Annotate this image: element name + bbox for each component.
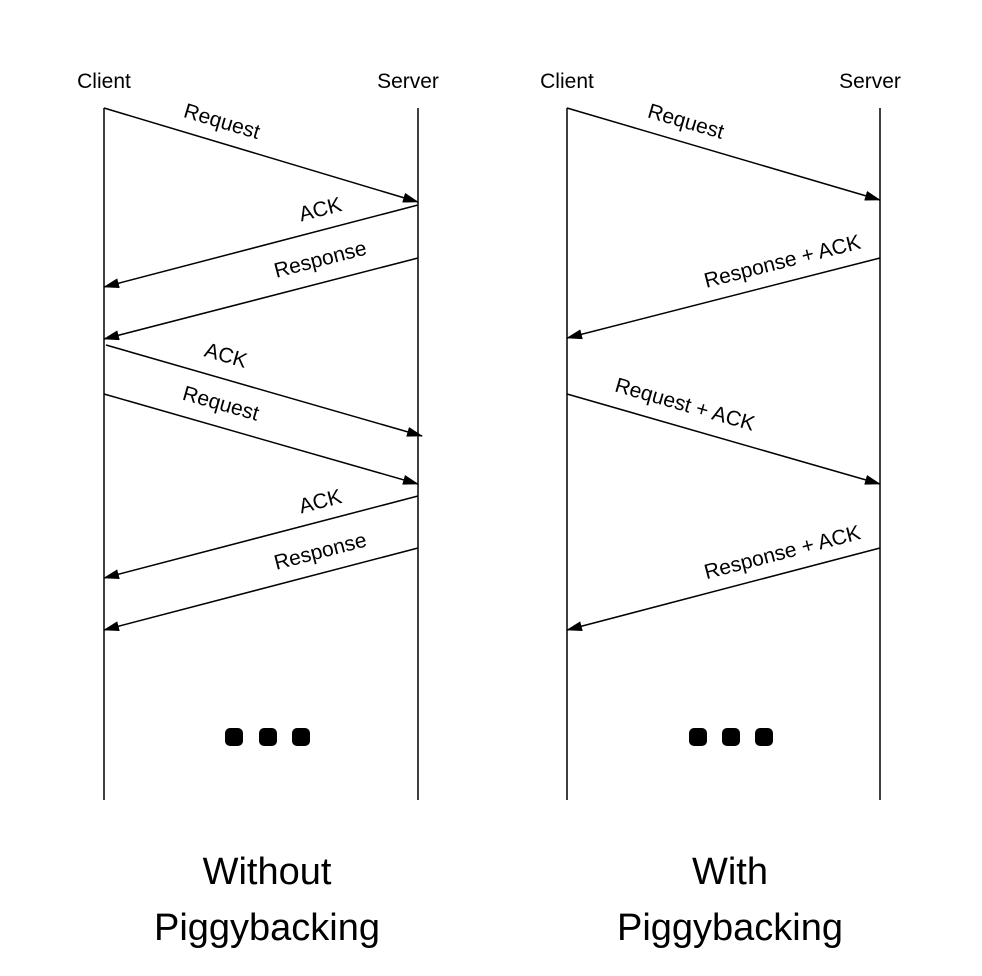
right-request-arrow [566,107,881,201]
left-ack-arrow-1 [103,204,419,289]
left-ack-arrow-3 [103,495,419,580]
right-response-ack-arrow-2 [566,547,881,632]
right-request-ack-arrow [566,393,881,485]
left-response-label-1: Response [272,237,369,283]
left-ack-label-1: ACK [297,193,345,226]
left-response-arrow-2 [103,547,419,632]
left-response-label-2: Response [272,529,369,575]
left-ack-label-3: ACK [297,485,345,518]
left-title-line2: Piggybacking [154,907,380,949]
left-request-label-1: Request [181,100,263,145]
left-ack-arrow-2 [105,344,423,437]
right-request-ack-label: Request + ACK [612,374,757,436]
right-response-ack-label-2: Response + ACK [702,521,863,584]
right-ellipsis [689,728,773,746]
left-title-line1: Without [203,851,332,893]
left-ack-label-2: ACK [202,339,250,373]
left-response-arrow-1 [103,257,419,341]
right-title-line1: With [692,851,768,893]
right-client-label: Client [540,70,594,93]
right-title-line2: Piggybacking [617,907,843,949]
right-server-label: Server [839,70,901,93]
right-request-label: Request [645,100,727,144]
left-ellipsis [225,728,310,746]
left-client-label: Client [77,70,131,93]
left-request-arrow-2 [103,393,419,485]
left-panel: Client Server Request ACK Response ACK R… [77,70,439,949]
right-response-ack-arrow-1 [566,257,881,340]
left-server-label: Server [377,70,439,93]
left-request-arrow-1 [103,107,419,203]
right-panel: Client Server Request Response + ACK Req… [540,70,901,949]
